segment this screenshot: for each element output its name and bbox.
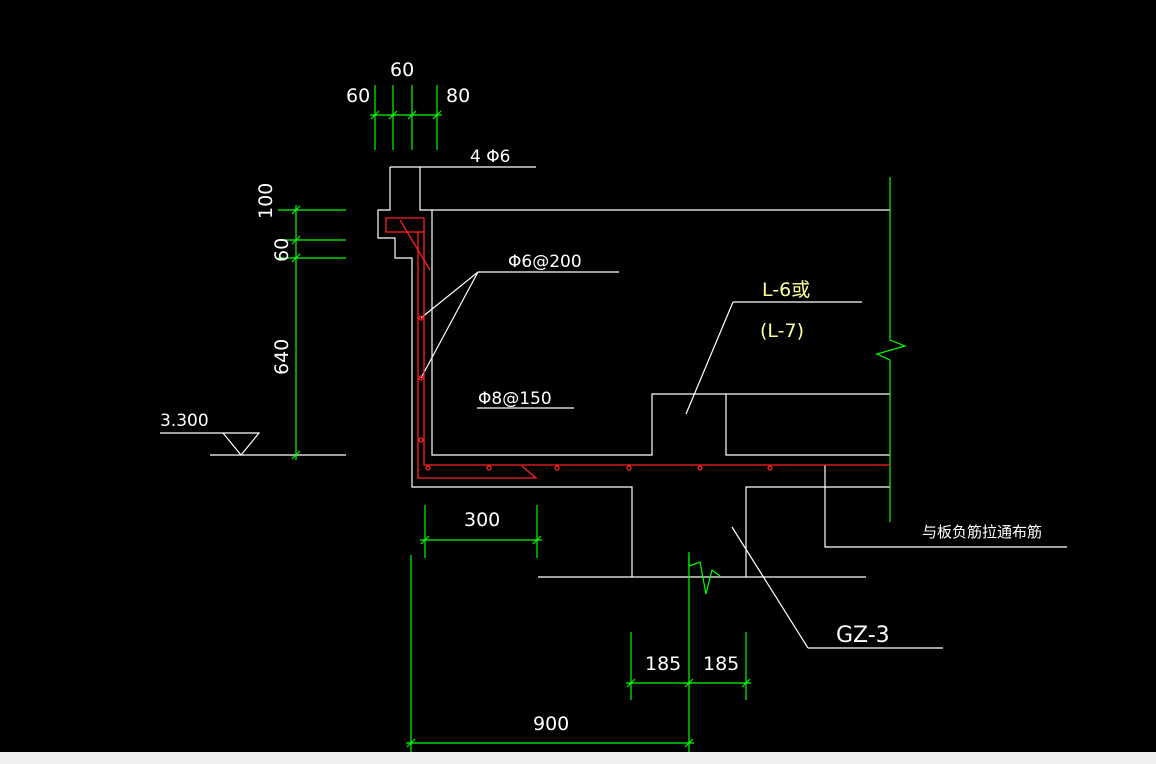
rebar-dot <box>425 465 431 471</box>
dim-tick <box>370 110 380 120</box>
label-elevation: 3.300 <box>160 411 209 431</box>
vertical-rebar <box>423 218 890 466</box>
rebar-dot <box>418 315 424 321</box>
dim-tick <box>291 253 301 263</box>
elevation-triangle <box>222 432 261 456</box>
status-bar <box>0 752 1156 764</box>
column-break-line <box>688 555 721 595</box>
slab-step <box>824 465 1067 548</box>
right-break-line <box>875 177 907 522</box>
dim-tick <box>388 110 398 120</box>
dim-text-185-left: 185 <box>645 653 681 675</box>
dim-tick <box>532 535 542 545</box>
beam-inner-edge <box>725 394 890 456</box>
rebar-dot <box>626 465 632 471</box>
upstand-hook <box>399 219 431 271</box>
upstand-rebar <box>385 217 425 233</box>
break-lines <box>688 177 907 595</box>
dim-text-300: 300 <box>464 509 500 531</box>
rebar-dot <box>418 375 424 381</box>
dim-text-185-right: 185 <box>703 653 739 675</box>
rebar-dot <box>767 465 773 471</box>
bottom-rebar <box>417 232 538 479</box>
dim-tick <box>741 678 751 688</box>
label-rebar-top: 4 Φ6 <box>470 147 510 167</box>
dim-text-640: 640 <box>271 339 293 375</box>
dim-tick <box>626 678 636 688</box>
dim-text-60-left: 60 <box>346 85 370 107</box>
dim-text-900: 900 <box>533 713 569 735</box>
column-right-edge <box>745 486 890 577</box>
dim-tick <box>407 110 417 120</box>
dim-tick <box>291 235 301 245</box>
dim-tick <box>291 450 301 460</box>
leader-gz3-diag <box>731 526 809 649</box>
dim-tick <box>291 205 301 215</box>
upstand-left-edge <box>377 167 633 577</box>
slab-inner-edge <box>431 210 890 456</box>
label-column: GZ-3 <box>836 623 890 648</box>
leader-beam-diag <box>685 301 734 415</box>
concrete-outline <box>160 166 1067 649</box>
label-beam-main: L-6或 <box>762 279 810 301</box>
rebar-dot <box>697 465 703 471</box>
dim-text-80: 80 <box>446 85 470 107</box>
rebar-dot <box>554 465 560 471</box>
label-rebar-bottom: Φ8@150 <box>478 389 552 409</box>
dim-tick <box>684 738 694 748</box>
dim-tick <box>406 738 416 748</box>
dim-tick <box>684 678 694 688</box>
rebar <box>385 217 890 479</box>
dimension-lines <box>278 85 751 752</box>
dim-text-60-left-vert: 60 <box>271 238 293 262</box>
dim-text-60-mid: 60 <box>390 59 414 81</box>
rebar-dot <box>418 437 424 443</box>
upstand-outline <box>390 166 890 211</box>
leader-phi6-200-a <box>420 271 479 319</box>
rebar-dot <box>486 465 492 471</box>
dim-tick <box>420 535 430 545</box>
label-slab-note: 与板负筋拉通布筋 <box>922 523 1042 541</box>
dim-tick <box>432 110 442 120</box>
label-beam-alt: (L-7) <box>760 320 804 342</box>
dim-text-100: 100 <box>255 183 277 219</box>
leader-phi6-200-b <box>420 271 479 379</box>
label-rebar-stirrup: Φ6@200 <box>508 252 582 272</box>
